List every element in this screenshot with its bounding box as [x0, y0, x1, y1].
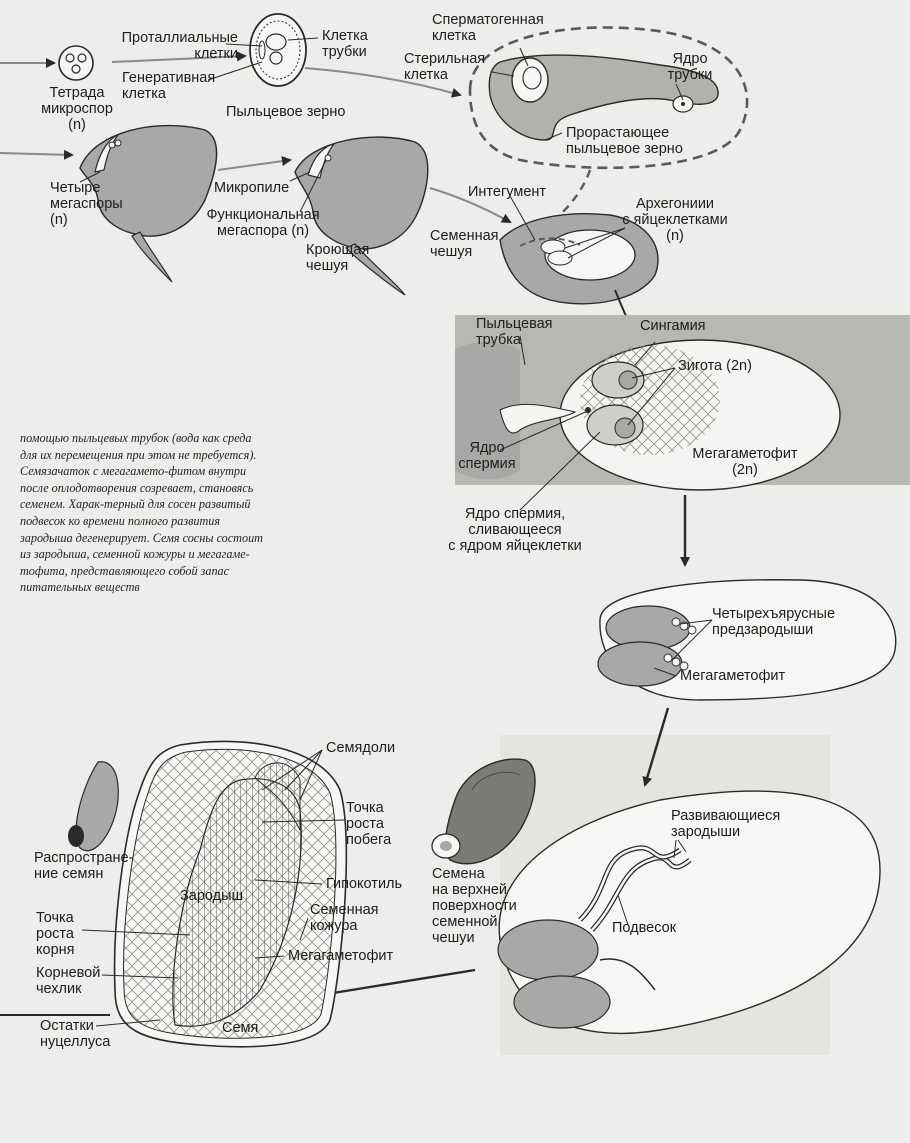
ovule-with-archegonia — [499, 213, 659, 305]
label-tube-cell: Клетка трубки — [322, 28, 368, 60]
seeds-on-scale — [431, 758, 536, 865]
label-syngamy: Сингамия — [640, 318, 706, 334]
label-megagametophyte-2n: Мегагаметофит (2n) — [692, 446, 798, 478]
dashed-path-pollination — [559, 169, 592, 216]
arrow-tetrad-to-pollen — [111, 51, 247, 63]
label-seed-scale: Семенная чешуя — [430, 228, 499, 260]
arrow-ovule-to-integument — [429, 187, 512, 223]
label-nucellus: Остатки нуцеллуса — [40, 1018, 111, 1050]
pollen-grain — [249, 13, 307, 87]
label-seeds-on-scale: Семена на верхней поверхности семенной ч… — [432, 866, 517, 946]
label-spermatogenous: Сперматогенная клетка — [432, 12, 544, 44]
arrow-into-megaspores — [0, 149, 74, 160]
proembryo-ovule — [597, 579, 897, 701]
label-pollen-grain: Пыльцевое зерно — [226, 104, 346, 120]
label-four-tier-proembryos: Четырехъярусные предзародыши — [712, 606, 836, 638]
arrow-megaspores-to-functional — [217, 156, 292, 171]
label-sperm-nucleus: Ядро спермия — [458, 440, 516, 472]
winged-seed — [68, 761, 119, 852]
label-root-apex: Точка роста корня — [36, 910, 75, 958]
syngamy-ovule — [455, 315, 910, 491]
caption-text: помощью пыльцевых трубок (вода как среда… — [20, 431, 263, 595]
label-cotyledons: Семядоли — [326, 740, 396, 756]
developing-embryos-ovule — [497, 790, 881, 1035]
ovule-functional-megaspore — [294, 136, 429, 296]
tetrad-of-microspores — [58, 45, 94, 81]
label-germinating: Прорастающее пыльцевое зерно — [566, 125, 683, 157]
label-hypocotyl: Гипокотиль — [326, 876, 403, 892]
label-bract: Кроющая чешуя — [306, 242, 370, 274]
label-four-megaspores: Четыре мегаспоры (n) — [50, 180, 123, 228]
label-archegonia: Архегониии с яйцеклетками (n) — [622, 196, 728, 244]
arrow-to-developing-embryos — [642, 707, 670, 787]
label-suspensor: Подвесок — [612, 920, 677, 936]
label-tetrad: Тетрада микроспор (n) — [41, 85, 113, 133]
label-shoot-apex: Точка роста побега — [346, 800, 392, 848]
label-zygote: Зигота (2n) — [678, 358, 752, 374]
label-integument: Интегумент — [468, 184, 547, 200]
label-prothallial: Проталлиальные клетки — [121, 30, 238, 62]
germinating-pollen-grain — [468, 26, 749, 170]
label-seed: Семя — [222, 1020, 259, 1036]
label-dispersal: Распростране- ние семян — [34, 850, 134, 882]
label-embryo: Зародыш — [180, 888, 244, 904]
label-fusing-nucleus: Ядро спермия, сливающееся с ядром яйцекл… — [448, 506, 582, 554]
label-micropyle: Микропиле — [214, 180, 290, 196]
label-seed-coat: Семенная кожура — [310, 902, 379, 934]
label-generative: Генеративная клетка — [122, 70, 216, 102]
label-pollen-tube: Пыльцевая трубка — [476, 316, 553, 348]
label-sterile: Стерильная клетка — [404, 51, 486, 83]
label-megagametophyte-seed: Мегагаметофит — [288, 948, 394, 964]
label-functional: Функциональная мегаспора (n) — [206, 207, 320, 239]
label-tube-nucleus: Ядро трубки — [667, 51, 713, 83]
arrow-pollen-to-germinating — [304, 67, 462, 98]
ovule-four-megaspores — [79, 124, 218, 283]
label-root-cap: Корневой чехлик — [36, 965, 101, 997]
label-megagametophyte: Мегагаметофит — [680, 668, 786, 684]
label-developing-embryos: Развивающиеся зародыши — [671, 808, 781, 840]
